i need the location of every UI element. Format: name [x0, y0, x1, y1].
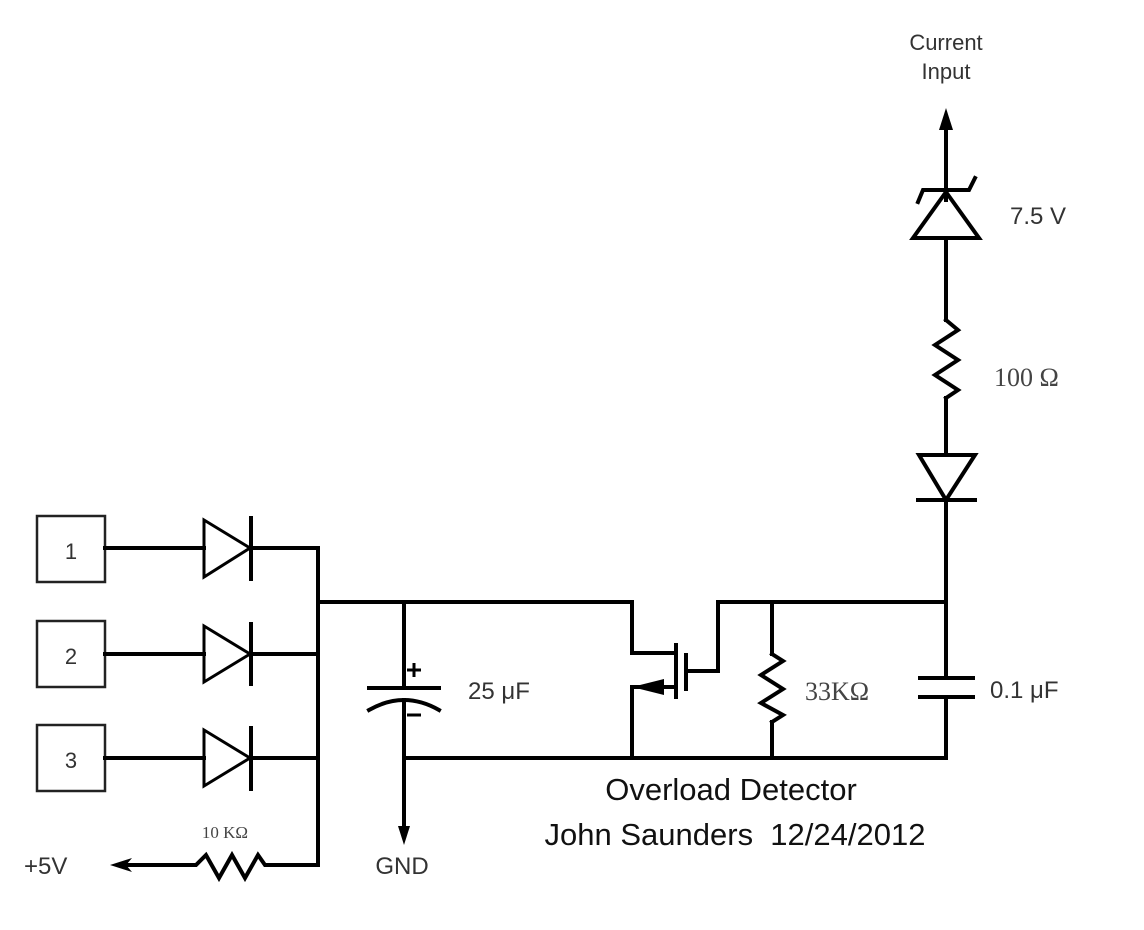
capacitor-0-1uf-label: 0.1 μF — [990, 677, 1059, 704]
current-input-label: Current — [909, 30, 982, 55]
top-rail-right — [716, 600, 948, 673]
zener-voltage-label: 7.5 V — [1010, 203, 1066, 230]
capacitor-0-1uf-icon — [918, 600, 975, 760]
resistor-10k-label: 10 KΩ — [202, 823, 248, 842]
input-2-label: 2 — [65, 644, 77, 669]
resistor-100-label: 100 Ω — [994, 363, 1059, 392]
zener-diode-icon — [909, 175, 983, 322]
current-input-label-2: Input — [922, 59, 971, 84]
resistor-33k-label: 33KΩ — [805, 677, 869, 706]
input-3: 3 — [35, 723, 107, 793]
supply-label: +5V — [24, 853, 67, 880]
input-3-label: 3 — [65, 748, 77, 773]
input-1-label: 1 — [65, 539, 77, 564]
diode-input-3-icon — [103, 726, 320, 791]
diode-input-2-icon — [103, 622, 320, 686]
diode-input-1-icon — [103, 516, 320, 581]
capacitor-25uf-icon — [366, 600, 442, 845]
mosfet-icon — [316, 600, 720, 760]
capacitor-25uf-label: 25 μF — [468, 678, 530, 705]
diagram-title: Overload Detector — [605, 772, 857, 807]
resistor-100-icon — [931, 317, 962, 457]
input-2: 2 — [35, 619, 107, 689]
author-date: John Saunders 12/24/2012 — [545, 817, 926, 852]
resistor-33k-icon — [757, 600, 787, 760]
current-input-arrow — [939, 108, 953, 202]
diode-vertical-icon — [915, 453, 979, 604]
resistor-10k-icon — [110, 850, 320, 883]
ground-label: GND — [375, 853, 428, 880]
input-1: 1 — [35, 514, 107, 584]
